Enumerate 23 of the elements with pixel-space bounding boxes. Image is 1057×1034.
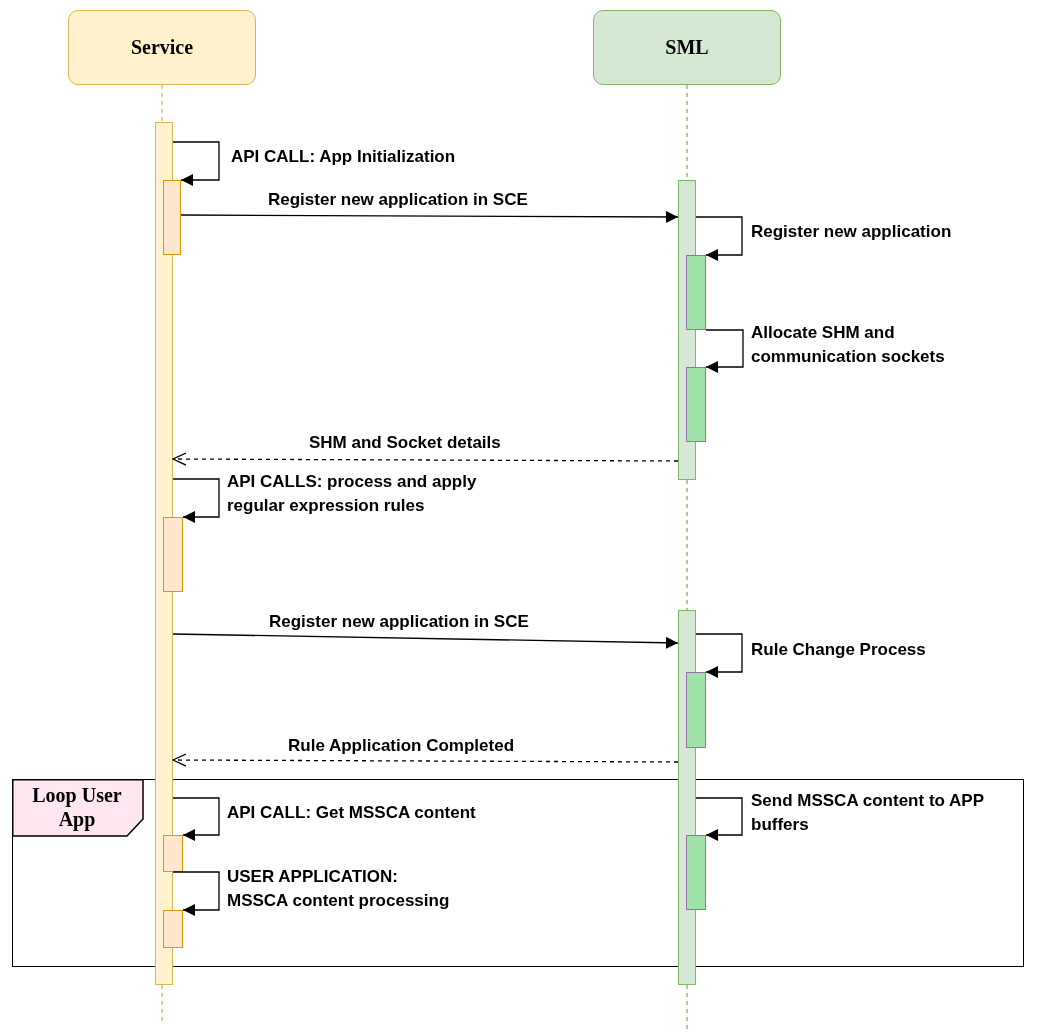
activation-bar [686,367,706,442]
message-arrow [172,797,220,841]
message-arrow [172,871,220,916]
message-arrow [695,633,743,678]
loop-frame [12,779,1024,967]
activation-bar [686,672,706,748]
participant-box: SML [593,10,781,85]
message-arrow [705,329,744,373]
lifeline [686,479,688,611]
message-arrow [172,753,679,767]
activation-bar [163,517,183,592]
message-arrow [172,141,220,186]
participant-box: Service [68,10,256,85]
message-arrow [695,216,743,261]
activation-bar [686,255,706,330]
message-arrow [172,452,679,466]
activation-bar [163,180,181,255]
lifeline [161,84,163,123]
message-arrow [695,797,743,841]
message-arrow [172,633,679,649]
message-arrow [172,478,220,523]
message-arrow [180,210,679,223]
loop-label: Loop User App [31,783,123,831]
